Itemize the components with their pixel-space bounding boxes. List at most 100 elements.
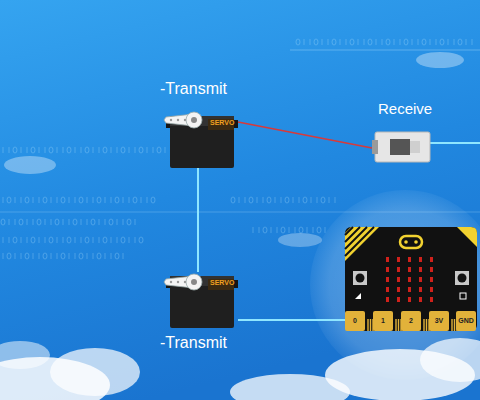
edge-strip (456, 319, 457, 331)
texture-glyph (57, 147, 58, 153)
led (430, 257, 433, 262)
texture-glyph (99, 237, 100, 243)
texture-glyph (87, 219, 88, 225)
logo (400, 236, 422, 248)
microbit-board: 0123VGND (345, 227, 477, 331)
texture-glyph (313, 227, 314, 233)
texture-glyph (75, 253, 76, 259)
texture-glyph (253, 227, 254, 233)
board (345, 227, 477, 331)
edge-strip (398, 319, 399, 331)
texture-glyph (127, 219, 131, 225)
texture-glyph (121, 237, 125, 243)
texture-glyph (1, 219, 5, 225)
texture-glyph (147, 197, 148, 203)
texture-glyph (105, 197, 106, 203)
texture-glyph (329, 197, 330, 203)
texture-glyph (55, 219, 59, 225)
led (397, 297, 400, 302)
texture-glyph (103, 237, 107, 243)
texture-glyph (358, 39, 359, 45)
texture-glyph (263, 197, 264, 203)
texture-glyph (147, 147, 148, 153)
texture-glyph (310, 39, 311, 45)
pin-label: 0 (353, 317, 357, 325)
horn-screw (191, 279, 197, 285)
texture-glyph (105, 253, 106, 259)
texture-glyph (7, 253, 11, 259)
logo-dot (404, 240, 408, 244)
texture-glyph (81, 219, 82, 225)
texture-glyph (157, 147, 161, 153)
texture-glyph (67, 237, 71, 243)
texture-glyph (139, 147, 143, 153)
texture-glyph (21, 253, 22, 259)
texture-glyph (466, 39, 467, 45)
wire (238, 319, 345, 321)
texture-glyph (400, 39, 401, 45)
texture-glyph (129, 237, 130, 243)
texture-glyph (37, 219, 41, 225)
corner-stripe (457, 227, 477, 247)
texture-glyph (85, 237, 89, 243)
texture-glyph (281, 227, 285, 233)
texture-glyph (295, 227, 296, 233)
texture-glyph (382, 39, 383, 45)
led (408, 257, 411, 262)
texture-glyph (259, 227, 260, 233)
texture-glyph (81, 237, 82, 243)
texture-glyph (135, 219, 136, 225)
cloud (50, 348, 140, 396)
texture-glyph (63, 219, 64, 225)
texture-glyph (63, 237, 64, 243)
texture-glyph (33, 197, 34, 203)
led (397, 267, 400, 272)
edge-pad (456, 311, 476, 331)
horn-hub (186, 274, 202, 290)
texture-glyph (69, 253, 70, 259)
component-label: -Transmit (160, 334, 227, 352)
texture-glyph (296, 39, 300, 45)
texture-glyph (350, 39, 354, 45)
edge-strip (423, 319, 424, 331)
button-a (353, 271, 367, 285)
texture-glyph (111, 253, 112, 259)
texture-glyph (123, 219, 124, 225)
texture-glyph (376, 39, 377, 45)
servo-motor: SERVO-Transmit (158, 272, 238, 356)
texture-glyph (311, 197, 312, 203)
texture-glyph (115, 253, 119, 259)
icon (460, 293, 466, 299)
texture-glyph (3, 237, 4, 243)
led (397, 287, 400, 292)
texture-glyph (51, 219, 52, 225)
texture-glyph (335, 197, 336, 203)
texture-glyph (105, 219, 106, 225)
texture-glyph (317, 227, 321, 233)
texture-glyph (97, 197, 101, 203)
texture-glyph (386, 39, 390, 45)
texture-glyph (43, 197, 47, 203)
texture-glyph (93, 253, 94, 259)
texture-glyph (304, 39, 305, 45)
texture-glyph (245, 197, 246, 203)
texture-glyph (322, 39, 323, 45)
texture-glyph (73, 219, 77, 225)
texture-glyph (13, 237, 17, 243)
texture-glyph (404, 39, 408, 45)
led (419, 297, 422, 302)
texture-glyph (430, 39, 431, 45)
texture-glyph (39, 147, 40, 153)
texture-glyph (43, 253, 47, 259)
texture-glyph (418, 39, 419, 45)
texture-glyph (3, 147, 4, 153)
clouds (0, 52, 480, 400)
texture-glyph (51, 253, 52, 259)
texture-glyph (19, 219, 23, 225)
texture-glyph (239, 197, 240, 203)
component-label: Receive (378, 100, 432, 117)
texture-glyph (299, 197, 300, 203)
texture-glyph (51, 197, 52, 203)
edge-strip (372, 319, 373, 331)
texture-glyph (135, 237, 136, 243)
